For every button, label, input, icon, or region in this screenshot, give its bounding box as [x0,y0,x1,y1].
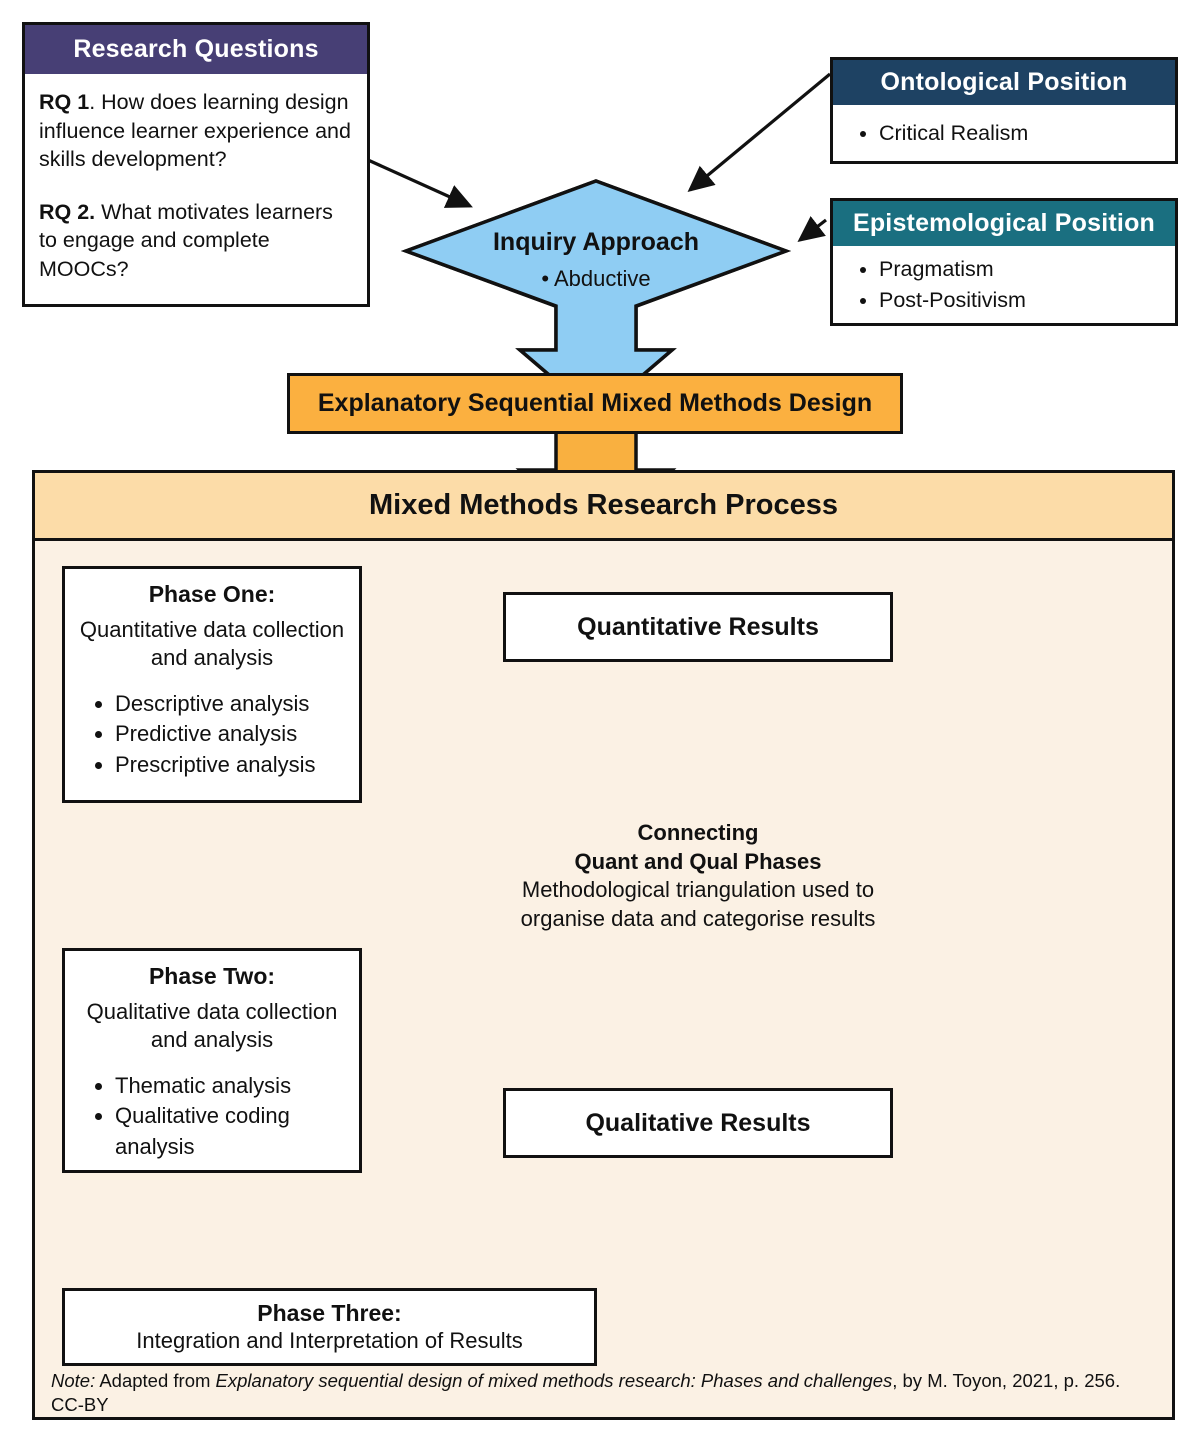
list-item: Predictive analysis [115,719,349,749]
process-panel-body: Note: Adapted from Explanatory sequentia… [35,541,1172,1420]
rq1-label: RQ 1 [39,90,90,114]
phase-one-subtitle: Quantitative data collection and analysi… [79,616,345,671]
phase-three-title: Phase Three: [257,1300,402,1327]
note-text-2: , by M. Toyon, 2021, p. 256. CC-BY [51,1370,1121,1416]
note-title: Explanatory sequential design of mixed m… [215,1370,893,1391]
list-item: Post-Positivism [879,285,1026,316]
phase-two-subtitle: Qualitative data collection and analysis [86,998,338,1053]
rq2-text: What motivates learners to engage and co… [39,199,333,281]
epistemological-position-header: Epistemological Position [833,201,1175,246]
ontology-to-inquiry-arrow [687,72,832,193]
inquiry-approach-items: • Abductive [406,266,786,292]
connecting-line-2: Quant and Qual Phases [574,849,822,875]
epistemological-position-list: Pragmatism Post-Positivism [833,254,1026,315]
research-question-1: RQ 1. How does learning design influence… [25,88,367,174]
phase-two-title: Phase Two: [148,963,276,989]
phase-two-list: Thematic analysis Qualitative coding ana… [75,1071,349,1162]
connecting-line-1: Connecting [637,820,759,845]
ontological-position-card: Ontological Position Critical Realism [830,57,1178,164]
qualitative-results-box: Qualitative Results [503,1088,893,1158]
epistemology-to-inquiry-arrow [797,216,827,242]
rq2-label: RQ 2. [39,199,96,224]
list-item: Descriptive analysis [115,689,349,719]
research-question-2: RQ 2. What motivates learners to engage … [25,198,367,284]
connecting-line-3: Methodological triangulation used to org… [520,877,876,931]
ontological-position-list: Critical Realism [833,118,1028,149]
phase-two-box: Phase Two: Qualitative data collection a… [62,948,362,1173]
epistemological-position-card: Epistemological Position Pragmatism Post… [830,198,1178,326]
phase-one-box: Phase One: Quantitative data collection … [62,566,362,803]
rq-to-inquiry-arrow [367,158,473,208]
research-questions-body: RQ 1. How does learning design influence… [25,74,367,304]
quantitative-results-box: Quantitative Results [503,592,893,662]
process-panel-header: Mixed Methods Research Process [35,473,1172,541]
ontological-position-header: Ontological Position [833,60,1175,105]
note-text-1: Adapted from [95,1370,216,1391]
mixed-methods-design-bar: Explanatory Sequential Mixed Methods Des… [287,373,903,434]
epistemological-position-body: Pragmatism Post-Positivism [833,246,1175,323]
rq1-text: . How does learning design influence lea… [39,90,351,172]
list-item: Critical Realism [879,118,1028,149]
note-prefix: Note: [51,1370,96,1391]
research-questions-card: Research Questions RQ 1. How does learni… [22,22,370,307]
phase-three-box: Phase Three: Integration and Interpretat… [62,1288,597,1366]
ontological-position-body: Critical Realism [833,105,1175,161]
connecting-diamond-text: Connecting Quant and Qual Phases Methodo… [488,818,908,933]
phase-three-subtitle: Integration and Interpretation of Result… [136,1328,523,1354]
research-questions-header: Research Questions [25,25,367,74]
list-item: Abductive [553,266,651,291]
list-item: Prescriptive analysis [115,750,349,780]
list-item: Pragmatism [879,254,1026,285]
bullet-dot: • [541,266,550,291]
phase-one-title: Phase One: [148,581,276,607]
source-note: Note: Adapted from Explanatory sequentia… [35,1369,1172,1417]
list-item: Qualitative coding analysis [115,1101,349,1162]
list-item: Thematic analysis [115,1071,349,1101]
phase-one-list: Descriptive analysis Predictive analysis… [75,689,349,780]
inquiry-approach-title: Inquiry Approach [492,228,700,256]
